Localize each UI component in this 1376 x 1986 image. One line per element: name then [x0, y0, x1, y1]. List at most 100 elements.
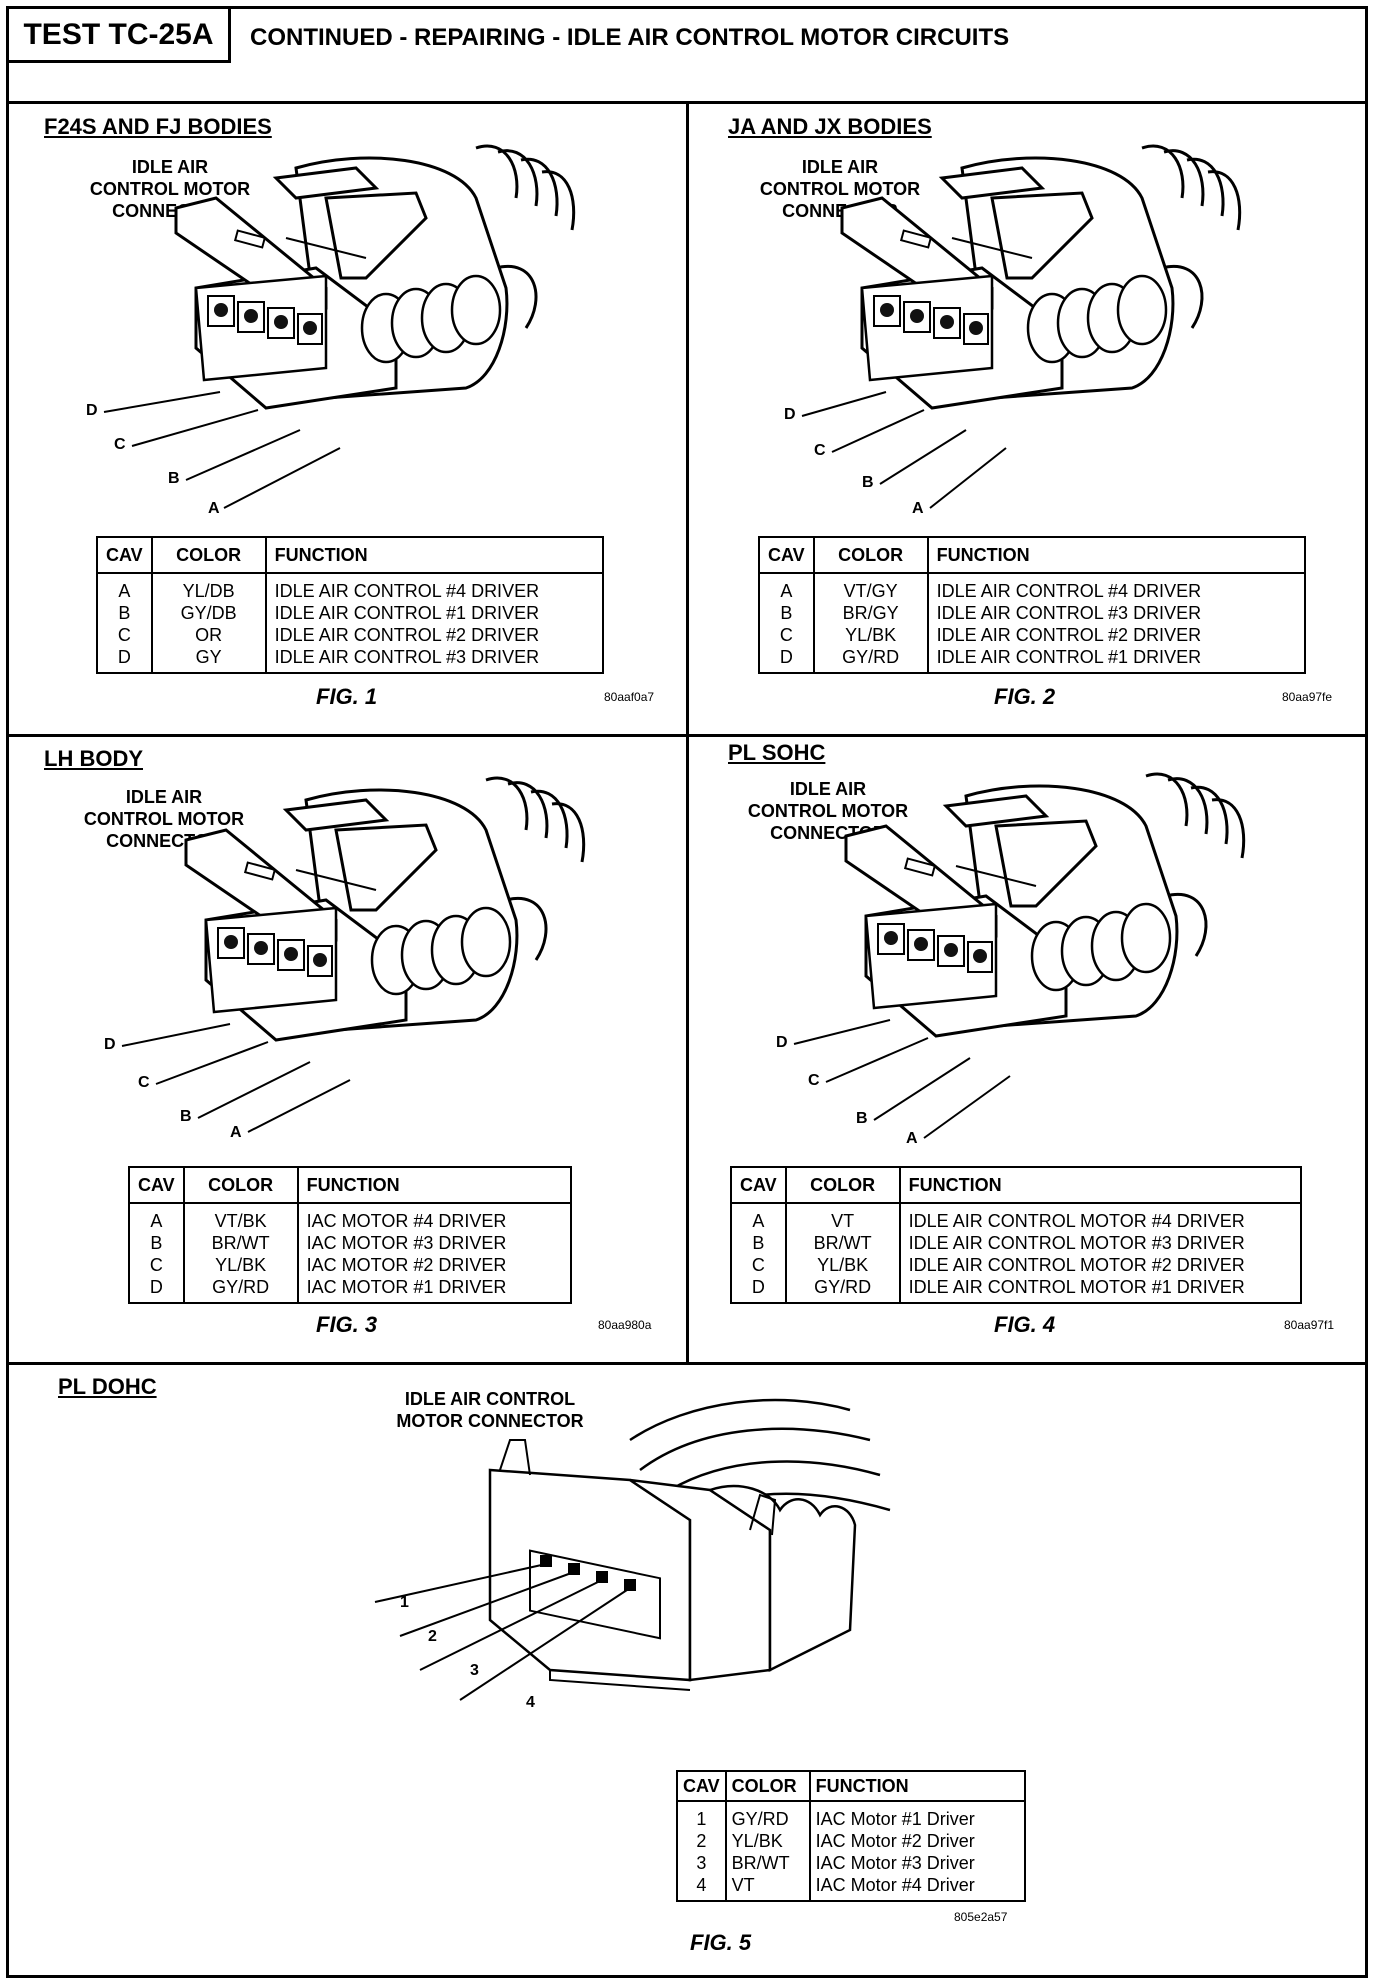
pin-label-c: C	[814, 442, 826, 459]
pin-label-b: B	[856, 1110, 868, 1127]
function-cell: IDLE AIR CONTROL #1 DRIVER	[926, 646, 1307, 674]
function-cell: IAC Motor #2 Driver	[808, 1830, 1027, 1852]
connector-label-line: MOTOR CONNECTOR	[396, 1411, 584, 1431]
pin-label-d: D	[86, 402, 98, 419]
fig5-connector-drawing	[374, 1398, 891, 1701]
pin-label-a: A	[906, 1130, 918, 1147]
pin-label-d: D	[784, 406, 796, 423]
function-cell: IDLE AIR CONTROL #2 DRIVER	[264, 624, 605, 646]
fig2-leader-lines	[801, 391, 1007, 509]
pin-label-d: D	[104, 1036, 116, 1053]
color-cell: GY/RD	[182, 1276, 299, 1304]
pin-label-2: 2	[428, 1628, 437, 1645]
cav-cell: 1	[676, 1801, 727, 1830]
cav-cell: C	[96, 624, 153, 646]
cav-cell: A	[128, 1203, 185, 1232]
cav-cell: A	[730, 1203, 787, 1232]
fig2-caption: FIG. 2	[994, 684, 1056, 709]
color-cell: VT	[784, 1203, 901, 1232]
cav-cell: 3	[676, 1852, 727, 1874]
color-cell: YL/BK	[182, 1254, 299, 1276]
function-cell: IDLE AIR CONTROL #3 DRIVER	[264, 646, 605, 674]
column-divider	[686, 101, 689, 1365]
fig4-code: 80aa97f1	[1284, 1318, 1335, 1332]
color-cell: BR/WT	[784, 1232, 901, 1254]
fig3-leader-lines	[121, 1023, 351, 1133]
fig1-leader-lines	[103, 391, 341, 509]
fig1-caption: FIG. 1	[316, 684, 378, 709]
pin-label-a: A	[230, 1124, 242, 1141]
col-header-color: COLOR	[150, 536, 267, 574]
function-cell: IDLE AIR CONTROL MOTOR #3 DRIVER	[898, 1232, 1303, 1254]
cav-cell: D	[730, 1276, 787, 1304]
connector-label-line: IDLE AIR CONTROL	[404, 1389, 576, 1409]
col-header-function: FUNCTION	[264, 536, 605, 574]
fig1-connector-drawing	[174, 144, 576, 410]
color-cell: GY/RD	[724, 1801, 811, 1830]
color-cell: YL/BK	[784, 1254, 901, 1276]
function-cell: IDLE AIR CONTROL #4 DRIVER	[264, 573, 605, 602]
function-cell: IDLE AIR CONTROL #4 DRIVER	[926, 573, 1307, 602]
color-cell: YL/BK	[812, 624, 929, 646]
col-header-function: FUNCTION	[898, 1166, 1303, 1204]
cav-cell: A	[96, 573, 153, 602]
col-header-cav: CAV	[758, 536, 815, 574]
fig5-section-title: PL DOHC	[58, 1374, 157, 1399]
color-cell: GY	[150, 646, 267, 674]
pin-label-c: C	[114, 436, 126, 453]
fig2-code: 80aa97fe	[1282, 690, 1333, 704]
color-cell: YL/BK	[724, 1830, 811, 1852]
cav-cell: D	[128, 1276, 185, 1304]
function-cell: IAC MOTOR #1 DRIVER	[296, 1276, 573, 1304]
col-header-cav: CAV	[128, 1166, 185, 1204]
function-cell: IAC Motor #1 Driver	[808, 1801, 1027, 1830]
cav-cell: B	[96, 602, 153, 624]
color-cell: VT/BK	[182, 1203, 299, 1232]
fig1-code: 80aaf0a7	[604, 690, 655, 704]
function-cell: IDLE AIR CONTROL #2 DRIVER	[926, 624, 1307, 646]
cav-cell: B	[128, 1232, 185, 1254]
fig3-connector-drawing	[184, 776, 586, 1042]
connector-label-line: CONTROL MOTOR	[747, 801, 909, 821]
function-cell: IDLE AIR CONTROL MOTOR #2 DRIVER	[898, 1254, 1303, 1276]
pin-label-3: 3	[470, 1662, 479, 1679]
cav-cell: C	[128, 1254, 185, 1276]
pin-label-a: A	[912, 500, 924, 517]
col-header-function: FUNCTION	[296, 1166, 573, 1204]
cav-cell: D	[96, 646, 153, 674]
connector-label-line: IDLE AIR	[801, 157, 879, 177]
fig2-section-title: JA AND JX BODIES	[728, 114, 932, 139]
pin-label-b: B	[168, 470, 180, 487]
fig4-connector-drawing	[844, 772, 1246, 1038]
fig3-code: 80aa980a	[598, 1318, 652, 1332]
fig4-leader-lines	[793, 1019, 1011, 1139]
function-cell: IDLE AIR CONTROL #3 DRIVER	[926, 602, 1307, 624]
color-cell: VT/GY	[812, 573, 929, 602]
page-frame	[6, 6, 1368, 1978]
color-cell: BR/WT	[724, 1852, 811, 1874]
color-cell: GY/RD	[812, 646, 929, 674]
test-id-box: TEST TC-25A	[9, 9, 231, 63]
function-cell: IAC MOTOR #2 DRIVER	[296, 1254, 573, 1276]
col-header-function: FUNCTION	[926, 536, 1307, 574]
pin-label-1: 1	[400, 1594, 409, 1611]
fig5-caption: FIG. 5	[690, 1930, 752, 1955]
connector-label-line: IDLE AIR	[131, 157, 209, 177]
cav-cell: D	[758, 646, 815, 674]
